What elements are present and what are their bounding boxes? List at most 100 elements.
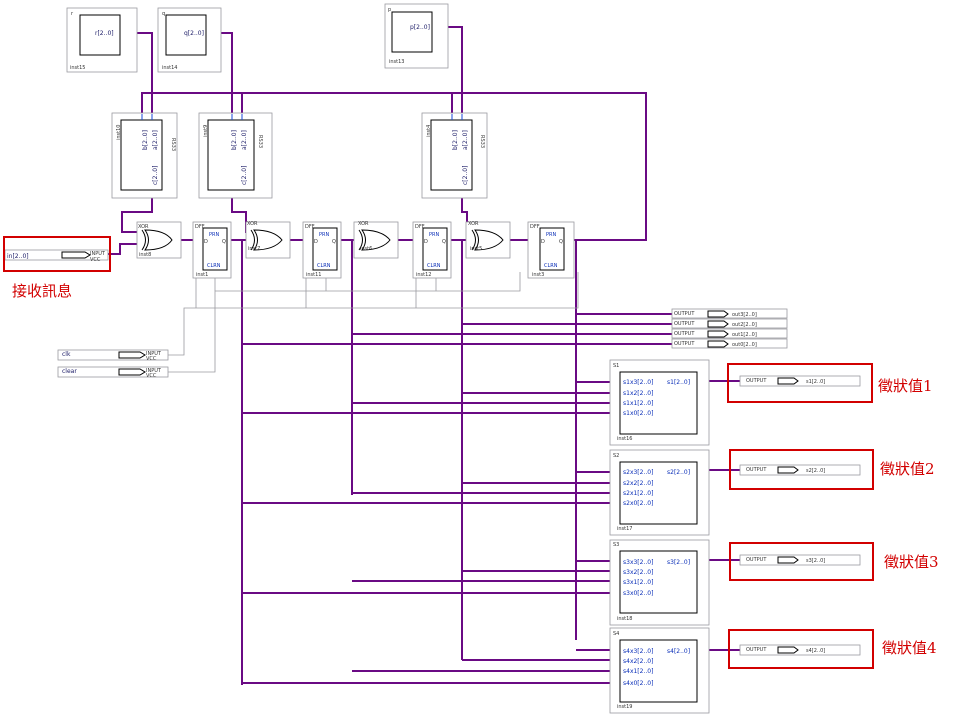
output-pin-s3[interactable]: OUTPUT s3[2..0]: [739, 554, 861, 566]
svg-text:CLRN: CLRN: [544, 263, 558, 269]
svg-text:c[2..0]: c[2..0]: [462, 166, 469, 185]
svg-text:out1[2..0]: out1[2..0]: [732, 332, 757, 338]
svg-text:inst3: inst3: [532, 272, 544, 278]
s-block-s3[interactable]: S3 s3x3[2..0] s3x2[2..0] s3x1[2..0] s3x0…: [609, 539, 710, 626]
svg-text:inst7: inst7: [248, 246, 260, 252]
svg-text:D: D: [204, 239, 208, 245]
s-block-s2[interactable]: S2 s2x3[2..0] s2x2[2..0] s2x1[2..0] s2x0…: [609, 449, 710, 536]
dff-inst1[interactable]: DFF PRN D Q CLRN inst1: [192, 221, 232, 279]
input-pin-clk[interactable]: clk INPUT VCC: [57, 349, 169, 362]
input-pin-clear[interactable]: clear INPUT VCC: [57, 366, 169, 379]
svg-text:c[2..0]: c[2..0]: [152, 166, 159, 185]
svg-text:s4[2..0]: s4[2..0]: [806, 648, 825, 654]
svg-text:PRN: PRN: [429, 232, 439, 238]
svg-text:inst5: inst5: [470, 246, 482, 252]
control-wires: [168, 272, 579, 373]
xor-gate-inst7[interactable]: XOR inst7: [245, 221, 291, 259]
svg-text:s1x0[2..0]: s1x0[2..0]: [623, 410, 653, 417]
svg-text:INPUT: INPUT: [146, 351, 162, 357]
svg-text:b[2..0]: b[2..0]: [231, 130, 238, 150]
note-s4: 徵狀值4: [882, 639, 937, 657]
svg-text:D: D: [424, 239, 428, 245]
svg-text:PRN: PRN: [546, 232, 556, 238]
dff-inst11[interactable]: DFF PRN D Q CLRN inst11: [302, 221, 342, 279]
svg-text:INPUT: INPUT: [90, 251, 106, 257]
highlight-s3: [729, 542, 874, 581]
svg-text:OUTPUT: OUTPUT: [674, 311, 695, 317]
inst-label: inst15: [70, 65, 86, 71]
svg-text:OUTPUT: OUTPUT: [674, 341, 695, 347]
svg-text:DFF: DFF: [305, 224, 315, 230]
dff-inst12[interactable]: DFF PRN D Q CLRN inst12: [412, 221, 452, 279]
input-block-q[interactable]: q q[2..0] inst14: [157, 7, 222, 73]
svg-text:VCC: VCC: [90, 257, 101, 263]
s-block-s4[interactable]: S4 s4x3[2..0] s4x2[2..0] s4x1[2..0] s4x0…: [609, 627, 710, 714]
inst-label: inst13: [389, 59, 405, 65]
input-block-r[interactable]: r r[2..0] inst15: [66, 7, 138, 73]
svg-text:inst12: inst12: [416, 272, 432, 278]
output-pin-out0[interactable]: OUTPUT out0[2..0]: [671, 338, 788, 349]
svg-text:S3: S3: [613, 542, 619, 548]
svg-text:D: D: [314, 239, 318, 245]
svg-text:s1x1[2..0]: s1x1[2..0]: [623, 400, 653, 407]
svg-text:DFF: DFF: [195, 224, 205, 230]
svg-text:s2x1[2..0]: s2x1[2..0]: [623, 490, 653, 497]
highlight-s1: [727, 363, 873, 403]
note-s3: 徵狀值3: [884, 553, 939, 571]
xor-gate-inst8[interactable]: XOR inst8: [136, 221, 182, 259]
svg-text:CLRN: CLRN: [317, 263, 331, 269]
svg-text:s3x0[2..0]: s3x0[2..0]: [623, 590, 653, 597]
input-block-p[interactable]: p p[2..0] inst13: [384, 3, 449, 69]
svg-text:b[2..0]: b[2..0]: [452, 130, 459, 150]
xor-gate-inst6[interactable]: XOR inst6: [353, 221, 399, 259]
svg-text:Q: Q: [332, 239, 336, 245]
note-receive-message: 接收訊息: [12, 282, 72, 300]
svg-text:S1: S1: [613, 363, 619, 369]
svg-text:q: q: [162, 11, 165, 17]
svg-text:inst9: inst9: [203, 125, 209, 137]
svg-text:Q: Q: [559, 239, 563, 245]
output-pin-out3[interactable]: OUTPUT out3[2..0]: [671, 308, 788, 319]
svg-text:s4x1[2..0]: s4x1[2..0]: [623, 668, 653, 675]
svg-text:OUTPUT: OUTPUT: [746, 467, 767, 473]
svg-text:s2[2..0]: s2[2..0]: [806, 468, 825, 474]
svg-text:XOR: XOR: [247, 221, 258, 227]
svg-text:s4x2[2..0]: s4x2[2..0]: [623, 658, 653, 665]
svg-text:XOR: XOR: [358, 221, 369, 227]
svg-text:a[2..0]: a[2..0]: [241, 130, 248, 150]
output-pin-out2[interactable]: OUTPUT out2[2..0]: [671, 318, 788, 329]
input-pin-in[interactable]: in[2..0] INPUT VCC: [4, 249, 109, 263]
svg-text:inst19: inst19: [617, 704, 633, 710]
svg-text:inst8: inst8: [139, 252, 151, 258]
xor-gate-inst5[interactable]: XOR inst5: [465, 221, 511, 259]
dff-inst3[interactable]: DFF PRN D Q CLRN inst3: [527, 221, 575, 279]
svg-text:clear: clear: [62, 368, 77, 375]
svg-text:s2x2[2..0]: s2x2[2..0]: [623, 480, 653, 487]
output-pin-s1[interactable]: OUTPUT s1[2..0]: [739, 375, 861, 387]
output-pin-out1[interactable]: OUTPUT out1[2..0]: [671, 328, 788, 339]
svg-text:s4x0[2..0]: s4x0[2..0]: [623, 680, 653, 687]
svg-text:D: D: [541, 239, 545, 245]
svg-text:inst1: inst1: [196, 272, 208, 278]
svg-text:RS33: RS33: [479, 135, 485, 148]
svg-text:OUTPUT: OUTPUT: [746, 647, 767, 653]
svg-text:inst11: inst11: [306, 272, 322, 278]
s-block-s1[interactable]: S1 s1x3[2..0] s1x2[2..0] s1x1[2..0] s1x0…: [609, 359, 710, 446]
rs33-block-inst10[interactable]: b[2..0] a[2..0] c[2..0] inst10 RS33: [111, 112, 178, 199]
svg-text:r: r: [71, 11, 74, 17]
svg-text:CLRN: CLRN: [427, 263, 441, 269]
svg-text:OUTPUT: OUTPUT: [746, 557, 767, 563]
output-pin-s2[interactable]: OUTPUT s2[2..0]: [739, 464, 861, 476]
note-s2: 徵狀值2: [880, 460, 935, 478]
rs33-block-inst9[interactable]: b[2..0] a[2..0] c[2..0] inst9 RS33: [198, 112, 273, 199]
svg-text:clk: clk: [62, 351, 71, 358]
svg-text:s1x2[2..0]: s1x2[2..0]: [623, 390, 653, 397]
svg-text:out0[2..0]: out0[2..0]: [732, 342, 757, 348]
svg-text:s4x3[2..0]: s4x3[2..0]: [623, 648, 653, 655]
rs33-block-inst4[interactable]: b[2..0] a[2..0] c[2..0] inst4 RS33: [421, 112, 488, 199]
svg-text:out2[2..0]: out2[2..0]: [732, 322, 757, 328]
svg-text:XOR: XOR: [138, 224, 149, 230]
output-pin-s4[interactable]: OUTPUT s4[2..0]: [739, 644, 861, 656]
svg-text:PRN: PRN: [209, 232, 219, 238]
